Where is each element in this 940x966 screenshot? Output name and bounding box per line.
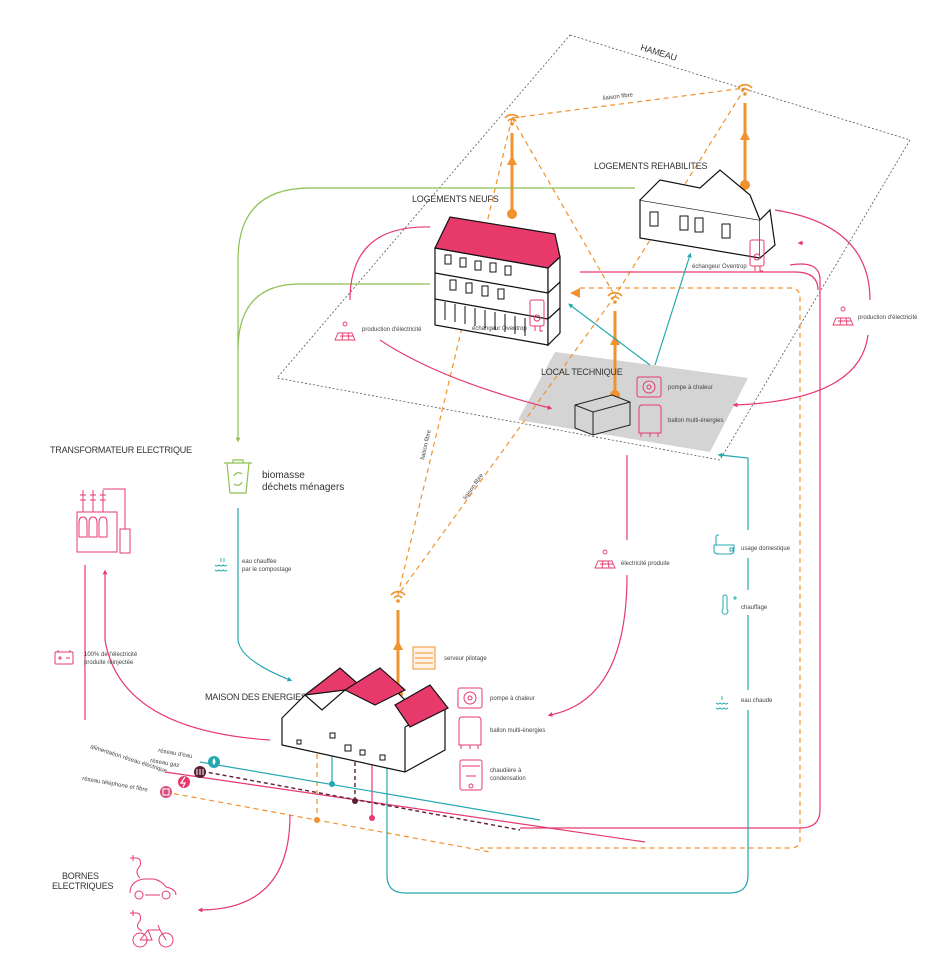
production-left-label: production d'électricité <box>362 327 422 333</box>
liaison-fibre-mid-label: liaison fibre <box>463 472 486 501</box>
local-technique-label: LOCAL TECHNIQUE <box>541 367 623 377</box>
solar-panel-icon <box>594 549 616 569</box>
server-icon <box>412 646 436 670</box>
ballon-maison-label: ballon multi-énergies <box>490 728 545 734</box>
transformateur-label: TRANSFORMATEUR ELECTRIQUE <box>50 445 192 455</box>
recycle-bin-icon <box>224 459 252 494</box>
electricite-produite-label: électricité produite <box>621 561 670 567</box>
logements-neufs-building <box>434 216 561 347</box>
thermometer-icon <box>721 594 737 615</box>
data-uplinks <box>393 103 750 699</box>
pompe-local-label: pompe à chaleur <box>668 385 713 391</box>
liaison-fibre-left-label: liaison fibre <box>420 429 433 461</box>
electricity-flows <box>84 209 871 913</box>
ballon-local-label: ballon multi-énergies <box>668 418 723 424</box>
heat-pump-icon <box>636 376 662 398</box>
hameau-boundary <box>276 34 911 461</box>
water-flows <box>199 252 749 894</box>
wifi-icon <box>390 590 406 603</box>
lightning-icon <box>178 776 190 788</box>
fibre-junction <box>314 817 320 823</box>
fibre-links <box>164 87 801 853</box>
water-junction <box>329 781 335 787</box>
logements-rehabilites-label: LOGEMENTS REHABILITES <box>594 161 708 171</box>
eau-compost-line2: par le compostage <box>242 567 292 573</box>
liaison-fibre-top-label: liaison fibre <box>603 92 635 102</box>
chaudiere-line2: condensation <box>490 776 526 782</box>
battery-icon <box>54 650 74 665</box>
gas-icon <box>194 766 206 778</box>
condensing-boiler-icon <box>459 759 483 791</box>
wifi-icon <box>504 113 520 126</box>
wifi-icon <box>737 83 753 96</box>
technical-box <box>574 394 631 436</box>
bathtub-icon <box>713 534 735 555</box>
eau-chaude-label: eau chaude <box>741 698 773 704</box>
reseau-eau-label: réseau d'eau <box>158 748 193 760</box>
biomasse-line1: biomasse <box>262 470 305 481</box>
serveur-label: serveur pilotage <box>444 656 487 662</box>
logements-neufs-label: LOGEMENTS NEUFS <box>412 194 499 204</box>
gas-line <box>194 755 521 831</box>
transformer-icon <box>76 488 131 554</box>
gas-junction <box>352 798 358 804</box>
heat-pump-icon <box>457 687 483 709</box>
production-right-label: production d'électricité <box>858 315 918 321</box>
wifi-icons <box>390 83 753 603</box>
usage-domestique-label: usage domestique <box>741 546 791 552</box>
bornes-line1: BORNES <box>62 871 99 881</box>
reseau-gaz-label: réseau gaz <box>150 758 180 769</box>
water-drop-icon <box>208 756 220 768</box>
chauffage-label: chauffage <box>741 605 768 611</box>
boiler-tank-icon <box>458 716 482 749</box>
boiler-tank-icon <box>638 404 662 437</box>
reinjecte-line2: produite réinjectée <box>84 660 134 666</box>
water-heat-icon <box>715 696 729 710</box>
bornes-line2: ELECTRIQUES <box>52 881 114 891</box>
maison-des-energies-building <box>281 667 449 773</box>
solar-panel-icon <box>832 306 854 326</box>
wifi-icon <box>607 291 623 304</box>
exchanger-icon <box>749 239 765 272</box>
reseau-tel-label: réseau téléphone et fibre <box>82 776 149 794</box>
electric-car-icon <box>129 855 177 900</box>
biomasse-line2: déchets ménagers <box>262 482 344 493</box>
logements-rehabilites-building <box>639 169 776 259</box>
elec-junction <box>369 815 375 821</box>
biomass-flows <box>235 187 635 443</box>
exchanger-icon <box>529 299 545 332</box>
reinjecte-line1: 100% de l'électricité <box>84 652 138 658</box>
eau-compost-line1: eau chauffée <box>242 559 277 565</box>
hameau-label: HAMEAU <box>639 42 678 62</box>
uplink-arrowheads <box>393 130 750 650</box>
water-heat-icon <box>214 558 228 572</box>
pompe-maison-label: pompe à chaleur <box>490 696 535 702</box>
maison-des-energies-label: MAISON DES ENERGIES <box>205 692 307 702</box>
chaudiere-line1: chaudière à <box>490 768 522 774</box>
echangeur-neufs-label: échangeur Oventrop <box>472 326 527 332</box>
phone-fiber-icon <box>160 786 172 798</box>
electric-bike-icon <box>130 910 174 948</box>
echangeur-rehab-label: échangeur Oventrop <box>692 264 747 270</box>
solar-panel-icon <box>334 321 356 341</box>
